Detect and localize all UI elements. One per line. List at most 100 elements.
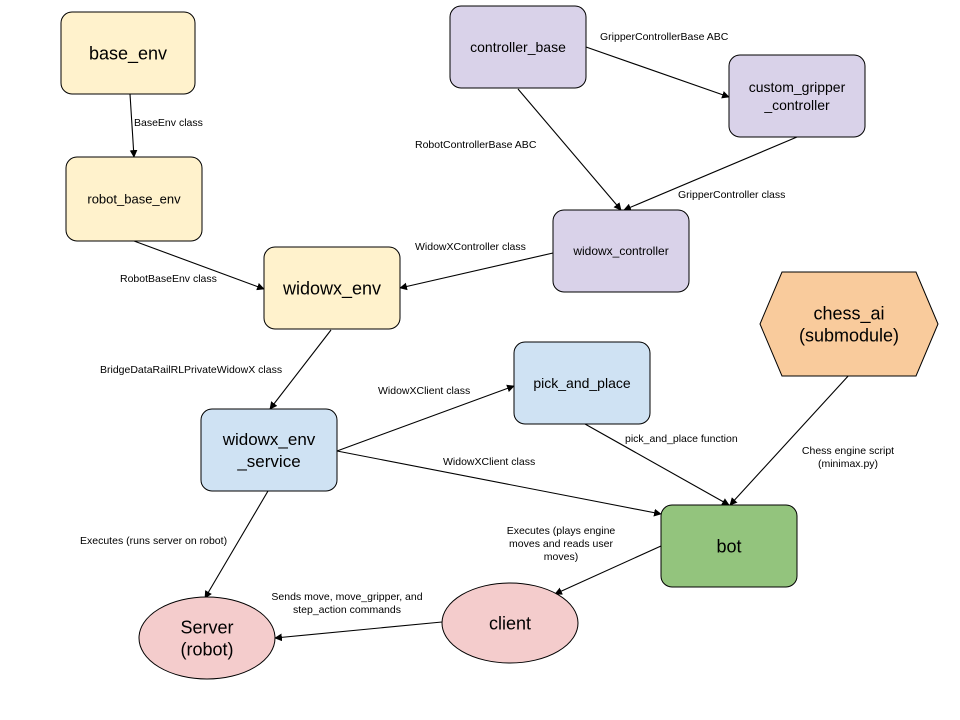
edge-widowx-controller-to-widowx-env-arrow: [399, 252, 554, 291]
edge-label-line: (minimax.py): [818, 458, 878, 470]
edge-label-robot-base-env-to-widowx-env: RobotBaseEnv class: [120, 273, 217, 285]
node-label-line: robot_base_env: [87, 192, 181, 207]
edge-label-controller-base-to-widowx-controller: RobotControllerBase ABC: [415, 139, 537, 151]
edge-label-custom-gripper-controller-to-widowx-controller: GripperController class: [678, 189, 785, 201]
node-widowx-env-service-shape: [200, 408, 338, 492]
edge-label-widowx-env-service-to-pick-and-place: WidowXClient class: [378, 385, 470, 397]
node-client-label: client: [489, 613, 531, 633]
node-robot-base-env-label: robot_base_env: [87, 192, 181, 207]
edge-client-to-server-arrow: [274, 621, 443, 642]
node-label-line: widowx_env: [282, 278, 381, 299]
edge-label-line: step_action commands: [293, 604, 401, 616]
node-bot-shape: [660, 504, 798, 588]
node-controller-base-label: controller_base: [470, 39, 566, 55]
edge-label-pick-and-place-to-bot: pick_and_place function: [625, 433, 738, 445]
edge-label-widowx-env-service-to-server: Executes (runs server on robot): [80, 535, 227, 547]
edge-label-line: BaseEnv class: [134, 117, 203, 129]
node-widowx-controller-label: widowx_controller: [572, 244, 668, 258]
node-base-env: base_env: [60, 11, 196, 95]
node-widowx-controller: widowx_controller: [552, 209, 690, 293]
edge-label-line: WidowXController class: [415, 241, 526, 253]
node-widowx-env-service: widowx_env _service: [200, 408, 338, 492]
edge-label-line: moves and reads user: [509, 538, 613, 550]
node-chess-ai: chess_ai(submodule): [759, 271, 939, 377]
node-label-line: Server: [180, 617, 233, 637]
node-label-line: _controller: [763, 97, 830, 113]
node-label-line: client: [489, 613, 531, 633]
node-label-line: _service: [236, 452, 300, 471]
edge-chess-ai-to-bot-arrow: [729, 373, 851, 506]
edge-controller-base-to-widowx-controller-arrow: [517, 88, 622, 211]
edge-base-env-to-robot-base-env-arrow: [129, 93, 138, 158]
edge-pick-and-place-to-bot-arrow: [584, 423, 730, 506]
node-bot-label: bot: [716, 536, 741, 556]
node-robot-base-env: robot_base_env: [65, 156, 203, 242]
node-controller-base-shape: [449, 5, 587, 89]
node-label-line: widowx_controller: [572, 244, 668, 258]
node-label-line: widowx_env: [222, 430, 316, 449]
node-chess-ai-shape: [759, 271, 939, 377]
edge-label-widowx-env-to-widowx-env-service: BridgeDataRailRLPrivateWidowX class: [100, 364, 282, 376]
edge-label-line: WidowXClient class: [378, 385, 470, 397]
node-label-line: chess_ai: [813, 303, 884, 324]
node-robot-base-env-shape: [65, 156, 203, 242]
node-base-env-label: base_env: [89, 43, 167, 64]
edge-label-line: Executes (plays engine: [507, 525, 616, 537]
edge-label-line: Executes (runs server on robot): [80, 535, 227, 547]
node-bot: bot: [660, 504, 798, 588]
edge-label-base-env-to-robot-base-env: BaseEnv class: [134, 117, 203, 129]
edge-label-line: RobotControllerBase ABC: [415, 139, 537, 151]
edge-custom-gripper-controller-to-widowx-controller-arrow: [623, 136, 798, 211]
edge-robot-base-env-to-widowx-env-arrow: [133, 240, 265, 291]
node-widowx-controller-shape: [552, 209, 690, 293]
node-pick-and-place-label: pick_and_place: [533, 375, 631, 391]
node-label-line: (submodule): [799, 325, 899, 345]
node-label-line: custom_gripper: [749, 79, 846, 95]
node-label-line: (robot): [180, 639, 233, 659]
edge-widowx-env-service-to-server-arrow: [204, 490, 269, 599]
node-widowx-env: widowx_env: [263, 246, 401, 330]
node-pick-and-place: pick_and_place: [513, 341, 651, 425]
node-widowx-env-shape: [263, 246, 401, 330]
edge-label-line: pick_and_place function: [625, 433, 738, 445]
edge-bot-to-client-arrow: [554, 545, 662, 595]
edge-label-controller-base-to-custom-gripper-controller: GripperControllerBase ABC: [600, 31, 729, 43]
edge-widowx-env-to-widowx-env-service-arrow: [269, 329, 332, 410]
node-custom-gripper-controller-shape: [728, 54, 866, 138]
node-base-env-shape: [60, 11, 196, 95]
node-label-line: base_env: [89, 43, 167, 64]
node-widowx-env-service-label: widowx_env _service: [222, 430, 316, 471]
edge-label-line: BridgeDataRailRLPrivateWidowX class: [100, 364, 282, 376]
node-controller-base: controller_base: [449, 5, 587, 89]
node-server-shape: [138, 596, 276, 680]
node-server-label: Server(robot): [180, 617, 233, 659]
node-label-line: controller_base: [470, 39, 566, 55]
edge-label-line: Sends move, move_gripper, and: [271, 591, 422, 603]
edge-label-line: WidowXClient class: [443, 456, 535, 468]
edge-label-line: GripperControllerBase ABC: [600, 31, 729, 43]
edge-widowx-env-service-to-bot-arrow: [336, 450, 662, 517]
edge-widowx-env-service-to-pick-and-place-arrow: [336, 384, 515, 452]
edge-label-widowx-env-service-to-bot: WidowXClient class: [443, 456, 535, 468]
node-server: Server(robot): [138, 596, 276, 680]
edge-label-line: RobotBaseEnv class: [120, 273, 217, 285]
edge-label-line: moves): [544, 551, 578, 563]
node-custom-gripper-controller: custom_gripper _controller: [728, 54, 866, 138]
edge-label-line: Chess engine script: [802, 445, 894, 457]
nodes: base_env controller_base custom_gripper _co…: [60, 5, 939, 680]
edge-labels: BaseEnv class GripperControllerBase ABC Ro…: [80, 31, 894, 616]
node-chess-ai-label: chess_ai(submodule): [799, 303, 899, 345]
node-label-line: bot: [716, 536, 741, 556]
node-pick-and-place-shape: [513, 341, 651, 425]
edge-label-chess-ai-to-bot: Chess engine script(minimax.py): [802, 445, 894, 470]
node-label-line: pick_and_place: [533, 375, 631, 391]
node-widowx-env-label: widowx_env: [282, 278, 381, 299]
edge-label-widowx-controller-to-widowx-env: WidowXController class: [415, 241, 526, 253]
node-client-shape: [441, 582, 579, 664]
edge-controller-base-to-custom-gripper-controller-arrow: [585, 46, 730, 99]
node-custom-gripper-controller-label: custom_gripper _controller: [749, 79, 846, 113]
edges: [129, 46, 851, 642]
